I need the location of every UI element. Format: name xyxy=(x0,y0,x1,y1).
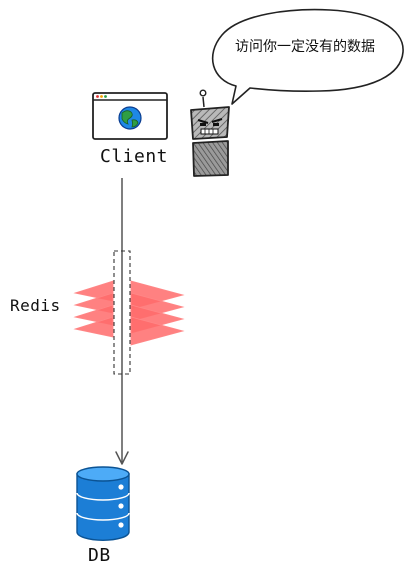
db-label: DB xyxy=(88,545,111,566)
speech-bubble-text: 访问你一定没有的数据 xyxy=(235,39,375,55)
cache-bypass-box xyxy=(113,250,131,375)
layers-stack-icon xyxy=(73,280,185,346)
client-label: Client xyxy=(100,146,169,167)
request-arrow xyxy=(115,178,129,465)
redis-label: Redis xyxy=(10,296,61,315)
robot-attacker-icon xyxy=(190,89,230,177)
speech-bubble xyxy=(211,8,404,105)
browser-globe-icon xyxy=(92,92,168,140)
database-icon xyxy=(76,466,130,541)
